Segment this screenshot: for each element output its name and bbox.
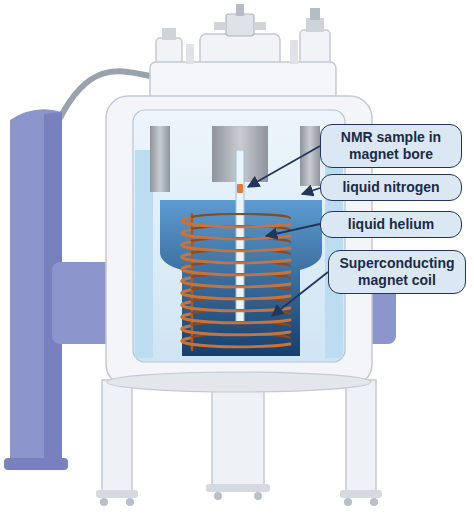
leader-lines bbox=[266, 224, 320, 236]
magnet-coil bbox=[182, 242, 290, 251]
magnet-coil bbox=[182, 290, 290, 299]
legs bbox=[96, 490, 138, 498]
top-cap bbox=[236, 4, 244, 16]
magnet-coil bbox=[182, 302, 290, 311]
top-cap bbox=[150, 4, 336, 100]
legs bbox=[126, 498, 134, 506]
leader-lines bbox=[248, 146, 328, 316]
top-cap bbox=[254, 22, 266, 30]
legs bbox=[206, 484, 270, 492]
magnet-bore bbox=[236, 150, 244, 322]
magnet-coil bbox=[182, 266, 290, 275]
callout-box: liquid nitrogen bbox=[320, 174, 462, 201]
legs bbox=[370, 498, 378, 506]
legs bbox=[344, 498, 352, 506]
top-cap bbox=[306, 18, 324, 32]
top-cap bbox=[226, 14, 254, 36]
legs bbox=[346, 380, 376, 492]
top-cap bbox=[310, 8, 320, 20]
legs bbox=[212, 380, 264, 486]
nmr-sample bbox=[237, 184, 243, 193]
leader-lines bbox=[248, 146, 320, 187]
top-cap bbox=[186, 44, 194, 64]
magnet-coil bbox=[182, 218, 290, 227]
top-cap bbox=[150, 62, 336, 100]
magnet-coil bbox=[182, 218, 290, 347]
callout-label: NMR sample in magnet bore bbox=[327, 129, 455, 163]
magnet-coil bbox=[182, 326, 290, 335]
magnet-coil bbox=[191, 214, 194, 350]
callout-label: liquid helium bbox=[327, 216, 455, 233]
leader-lines bbox=[272, 272, 328, 316]
legs bbox=[340, 490, 382, 498]
dewar-body bbox=[107, 372, 371, 392]
magnet-coil bbox=[190, 214, 290, 218]
top-cap bbox=[214, 22, 226, 30]
cutaway-window bbox=[133, 110, 345, 362]
callout-box: NMR sample in magnet bore bbox=[320, 124, 462, 168]
callout-label: liquid nitrogen bbox=[327, 179, 455, 196]
cutaway-window bbox=[133, 110, 345, 362]
legs bbox=[100, 498, 108, 506]
leader-lines bbox=[302, 188, 320, 194]
purple-side-tower bbox=[4, 458, 68, 470]
gray-cylinders bbox=[150, 126, 170, 192]
legs bbox=[214, 492, 222, 500]
magnet-coil bbox=[182, 254, 290, 263]
legs bbox=[96, 380, 382, 506]
callout-box: Superconducting magnet coil bbox=[328, 250, 466, 294]
legs bbox=[254, 492, 262, 500]
top-cap bbox=[290, 40, 298, 64]
gray-cylinders bbox=[150, 126, 320, 192]
legs bbox=[102, 380, 132, 492]
magnet-bore bbox=[236, 150, 244, 322]
magnet-coil bbox=[182, 338, 290, 347]
callout-label: Superconducting magnet coil bbox=[335, 255, 459, 289]
magnet-coil bbox=[182, 278, 290, 287]
callout-box: liquid helium bbox=[320, 211, 462, 238]
top-cap bbox=[162, 28, 176, 40]
